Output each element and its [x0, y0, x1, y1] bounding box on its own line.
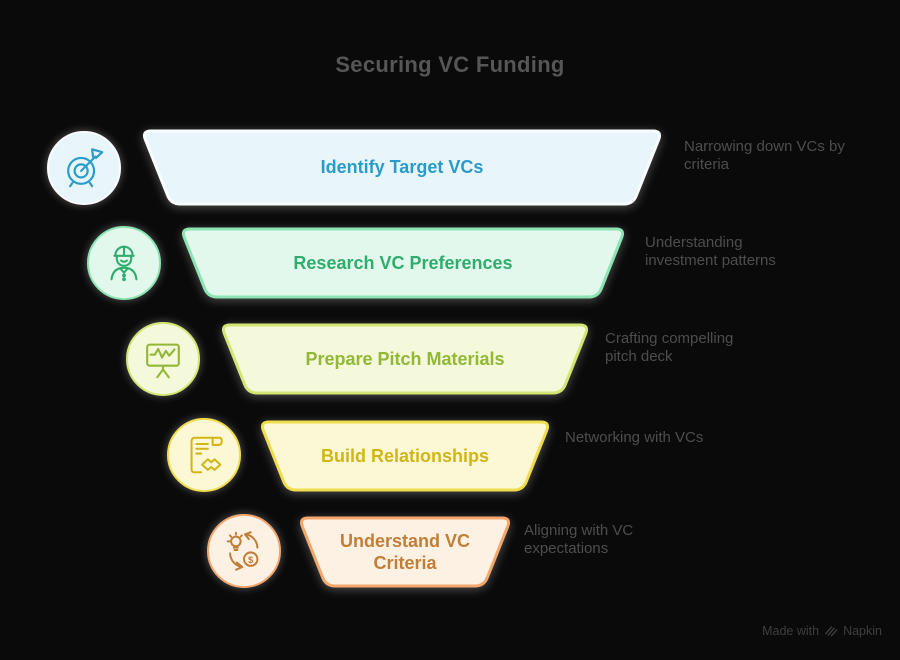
- napkin-logo-icon: [825, 626, 838, 637]
- presentation-chart-icon: [146, 343, 180, 379]
- stage-label-text: Research VC Preferences: [293, 252, 513, 273]
- funnel-stage-shape: [181, 227, 625, 299]
- funnel-stage-build-relationships: Build Relationships: [258, 420, 552, 492]
- stage-label: Understand VC Criteria: [297, 516, 513, 588]
- funnel-stage-prepare-pitch-materials: Prepare Pitch Materials: [219, 323, 591, 395]
- svg-text:$: $: [248, 555, 254, 566]
- stage-label: Identify Target VCs: [140, 129, 664, 206]
- contract-handshake-icon: [190, 436, 223, 474]
- stage-description: Understanding investment patterns: [645, 234, 776, 270]
- funnel-stage-understand-vc-criteria: Understand VC Criteria: [297, 516, 513, 588]
- stage-icon-badge: [126, 322, 200, 396]
- funnel-stage-identify-target-vcs: Identify Target VCs: [140, 129, 664, 206]
- stage-label: Build Relationships: [258, 420, 552, 492]
- stage-label-text: Prepare Pitch Materials: [305, 348, 505, 369]
- stage-label: Research VC Preferences: [179, 227, 627, 299]
- funnel-stage-shape: [221, 323, 589, 395]
- stage-description: Narrowing down VCs by criteria: [684, 138, 845, 174]
- funnel-stage-shape: [260, 420, 550, 492]
- stage-description: Aligning with VC expectations: [524, 522, 634, 558]
- watermark-prefix: Made with: [762, 624, 820, 638]
- funnel-stage-shape: [299, 516, 511, 588]
- stage-icon-badge: $: [207, 514, 281, 588]
- funnel-stage-research-vc-preferences: Research VC Preferences: [179, 227, 627, 299]
- target-icon: [67, 148, 104, 188]
- stage-label-text: Identify Target VCs: [320, 157, 484, 178]
- watermark-brand: Napkin: [843, 624, 882, 638]
- stage-description: Crafting compelling pitch deck: [605, 330, 734, 366]
- idea-money-cycle-icon: $: [226, 531, 259, 571]
- napkin-watermark: Made with Napkin: [762, 624, 882, 638]
- stage-description: Networking with VCs: [565, 429, 704, 446]
- researcher-icon: [110, 245, 138, 282]
- stage-icon-badge: [47, 131, 121, 205]
- stage-label-text: Understand VC Criteria: [339, 530, 471, 574]
- stage-label: Prepare Pitch Materials: [219, 323, 591, 395]
- stage-label-text: Build Relationships: [320, 445, 489, 466]
- stage-icon-badge: [87, 226, 161, 300]
- page-title: Securing VC Funding: [335, 52, 565, 77]
- funnel-stage-shape: [142, 129, 662, 206]
- stage-icon-badge: [167, 418, 241, 492]
